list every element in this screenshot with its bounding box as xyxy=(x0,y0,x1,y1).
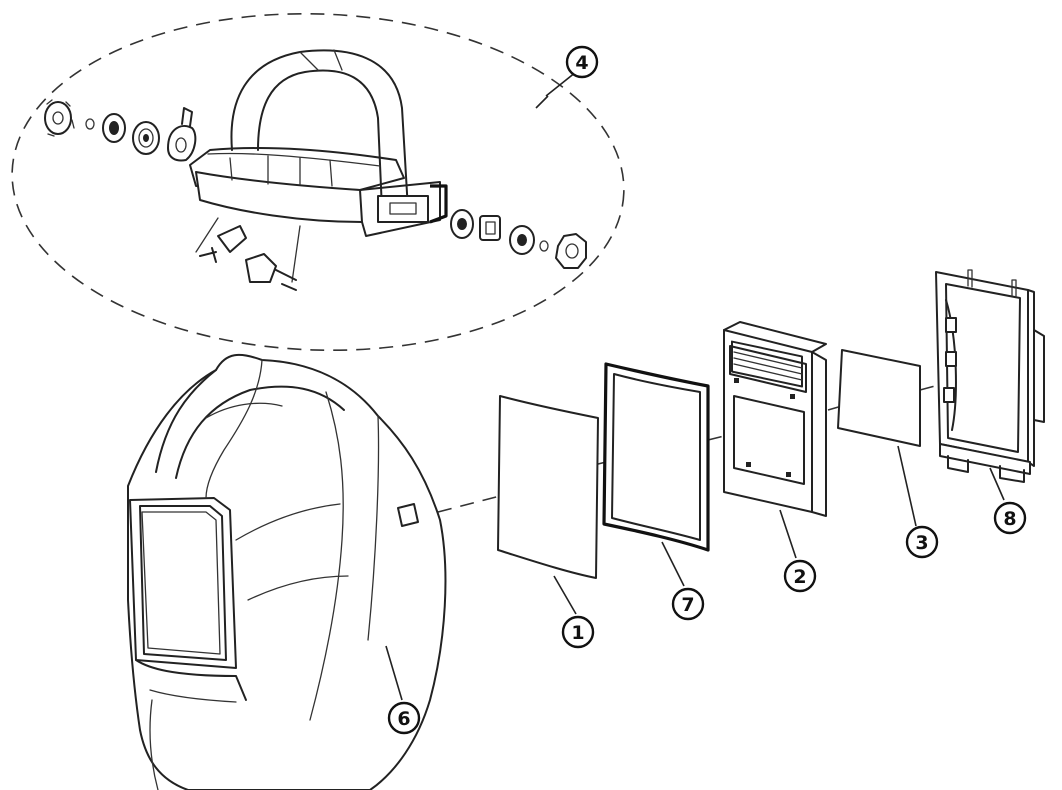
callout-4: 4 xyxy=(565,45,599,79)
callout-1: 1 xyxy=(561,615,595,649)
right-hardware xyxy=(450,209,587,269)
headgear-group-boundary xyxy=(11,12,625,352)
helmet-shell xyxy=(127,353,447,790)
headgear-assembly xyxy=(44,49,587,291)
callout-8: 8 xyxy=(993,501,1027,535)
callout-label-8: 8 xyxy=(1003,508,1016,530)
lens-gasket xyxy=(602,362,710,552)
callout-label-4: 4 xyxy=(575,52,588,74)
leader-lines xyxy=(385,71,1005,701)
left-hardware xyxy=(44,99,197,162)
filter-holder xyxy=(935,269,1045,483)
callout-3: 3 xyxy=(905,525,939,559)
callout-label-1: 1 xyxy=(571,622,584,644)
outer-cover-lens xyxy=(497,395,599,579)
callout-7: 7 xyxy=(671,587,705,621)
callout-label-2: 2 xyxy=(793,566,806,588)
filter-cartridge xyxy=(723,321,827,517)
inside-cover-lens xyxy=(837,349,921,447)
callout-2: 2 xyxy=(783,559,817,593)
callout-label-3: 3 xyxy=(915,532,928,554)
callout-label-6: 6 xyxy=(397,708,410,730)
callout-6: 6 xyxy=(387,701,421,735)
lower-clips xyxy=(195,217,301,291)
callout-label-7: 7 xyxy=(681,594,694,616)
